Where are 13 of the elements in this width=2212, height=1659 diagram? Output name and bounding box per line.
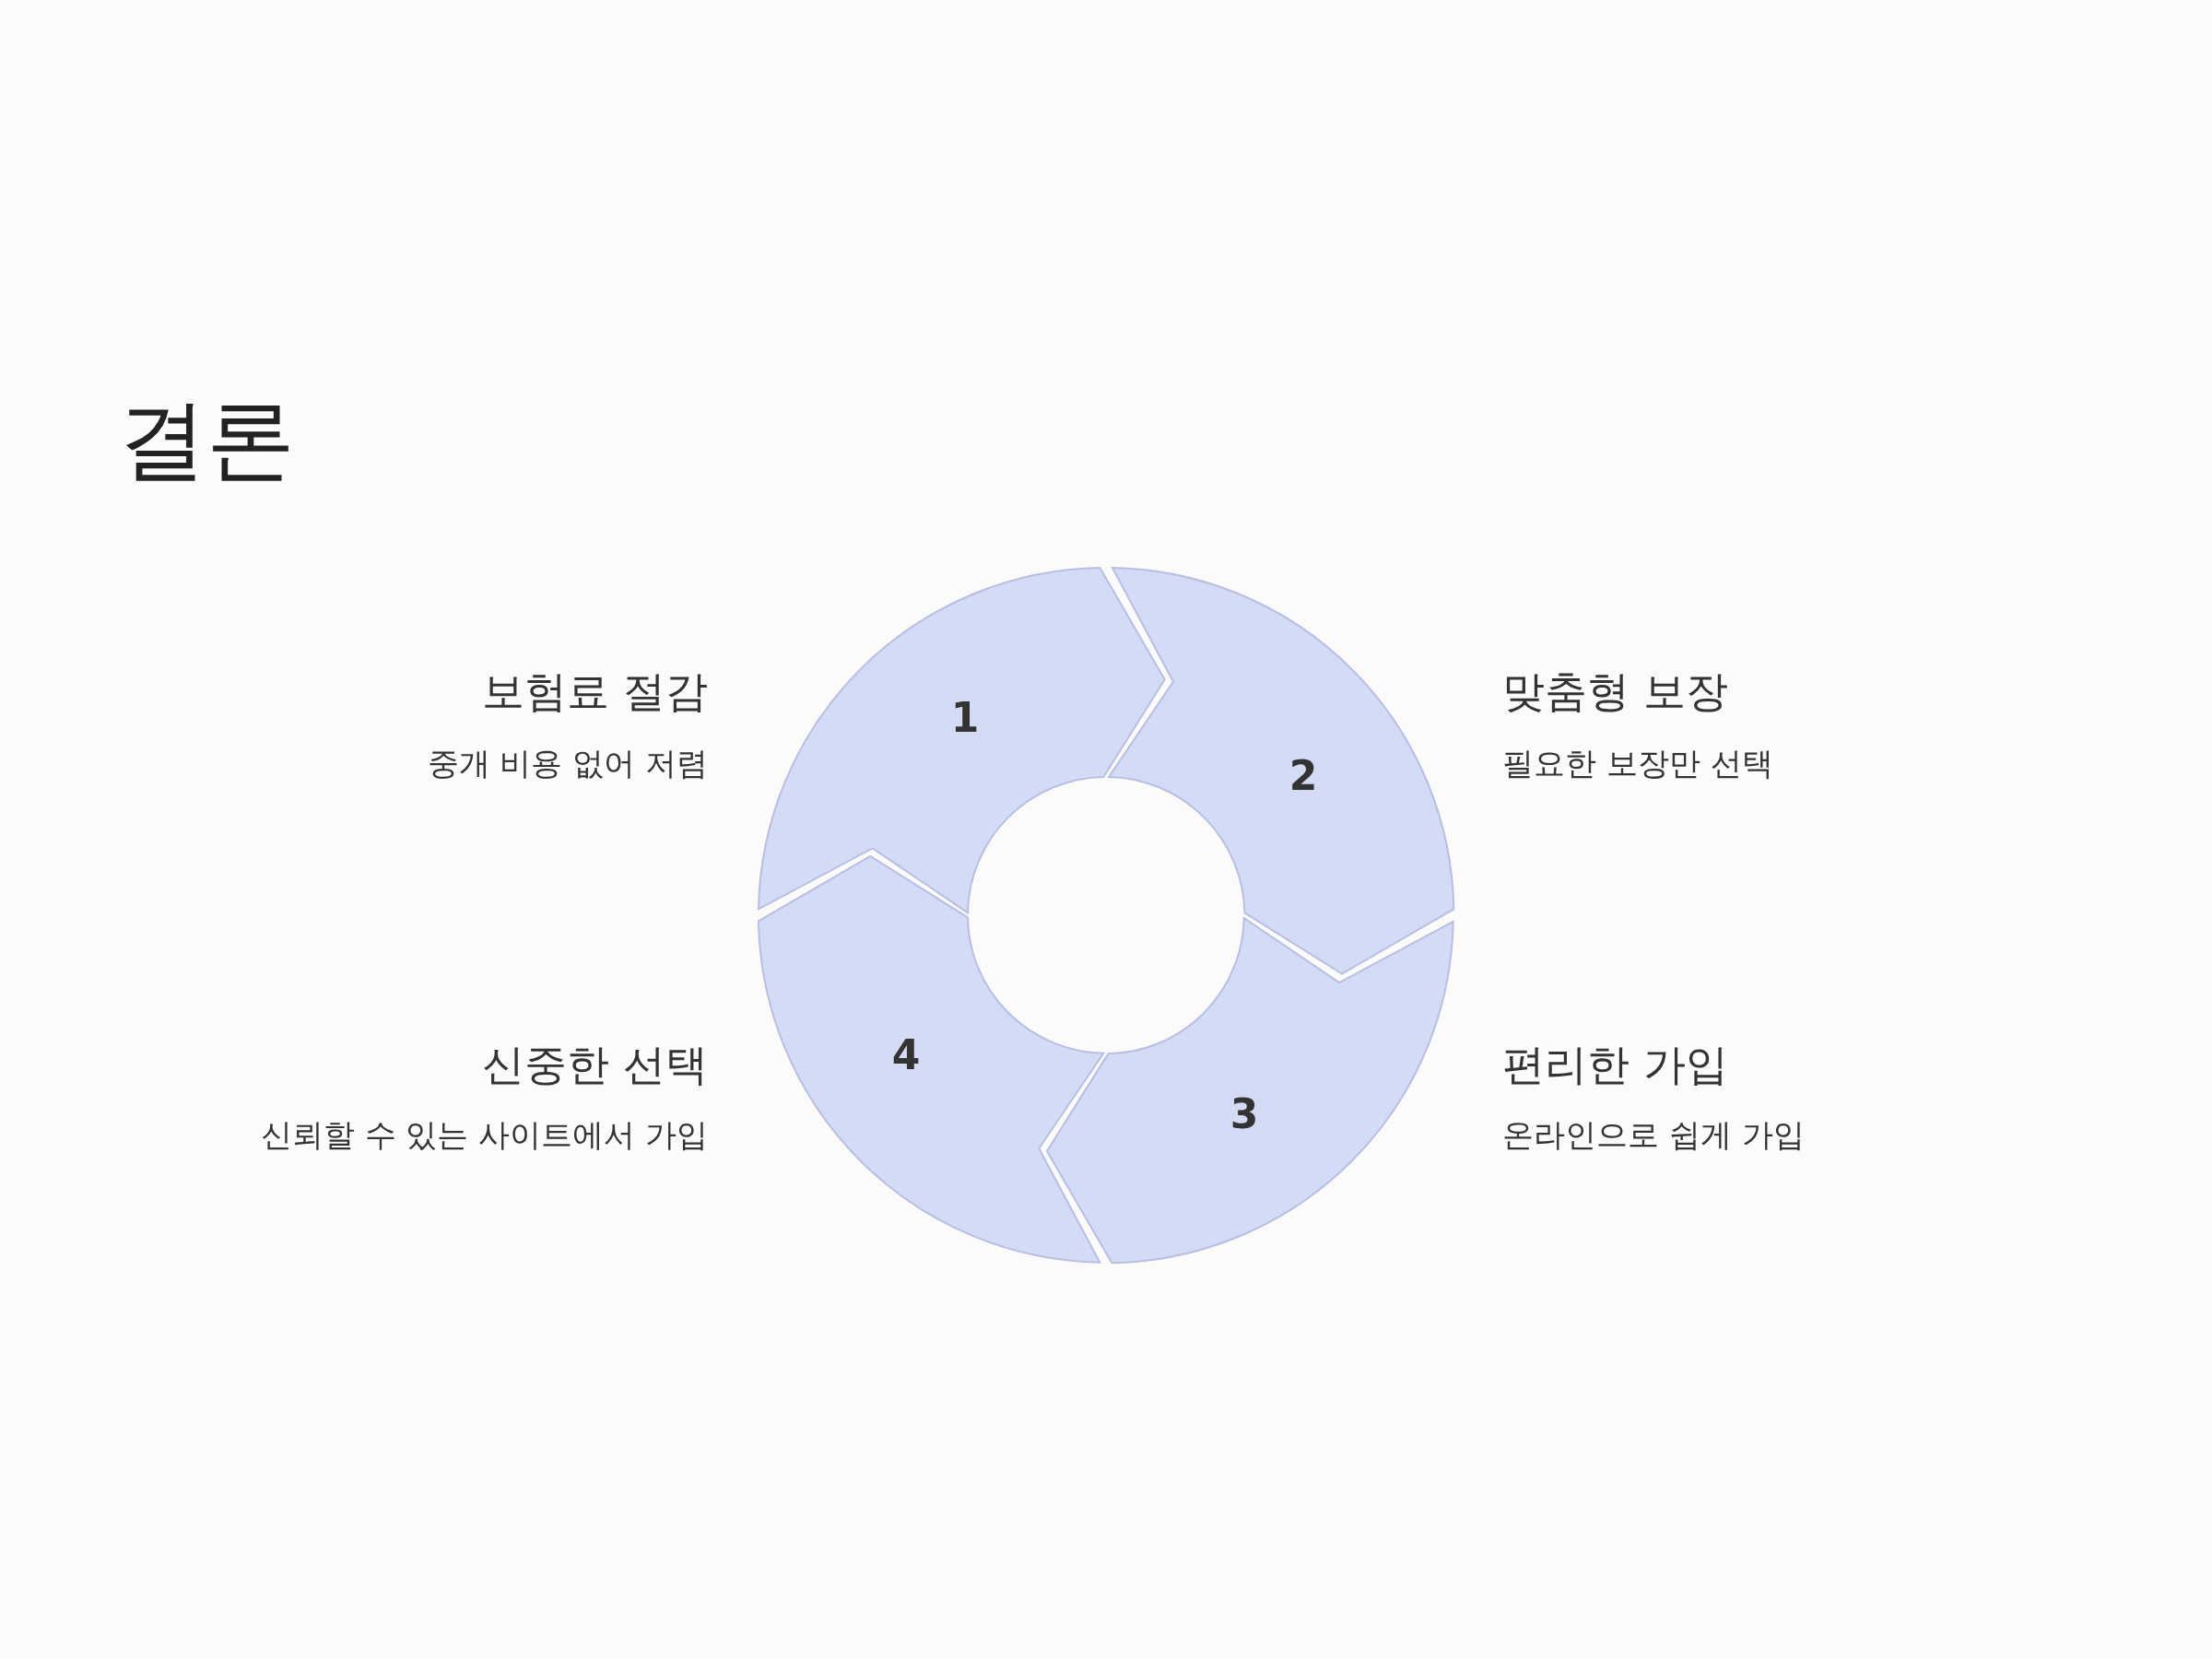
step-heading: 보험료 절감 [482,667,708,715]
step-heading: 맞춤형 보장 [1502,667,1728,715]
step-heading: 편리한 가입 [1502,1041,1728,1088]
step-number: 4 [891,1035,921,1076]
step-description: 필요한 보장만 선택 [1502,747,1773,782]
step-number: 3 [1230,1094,1259,1135]
step-number: 2 [1288,756,1318,796]
title: 결론 [118,392,295,489]
step-description: 신뢰할 수 있는 사이트에서 가입 [260,1118,708,1153]
step-heading: 신중한 선택 [482,1041,708,1088]
step-description: 온라인으로 쉽게 가입 [1502,1118,1805,1153]
step-description: 중개 비용 없어 저렴 [427,747,708,782]
step-number: 1 [950,698,980,738]
